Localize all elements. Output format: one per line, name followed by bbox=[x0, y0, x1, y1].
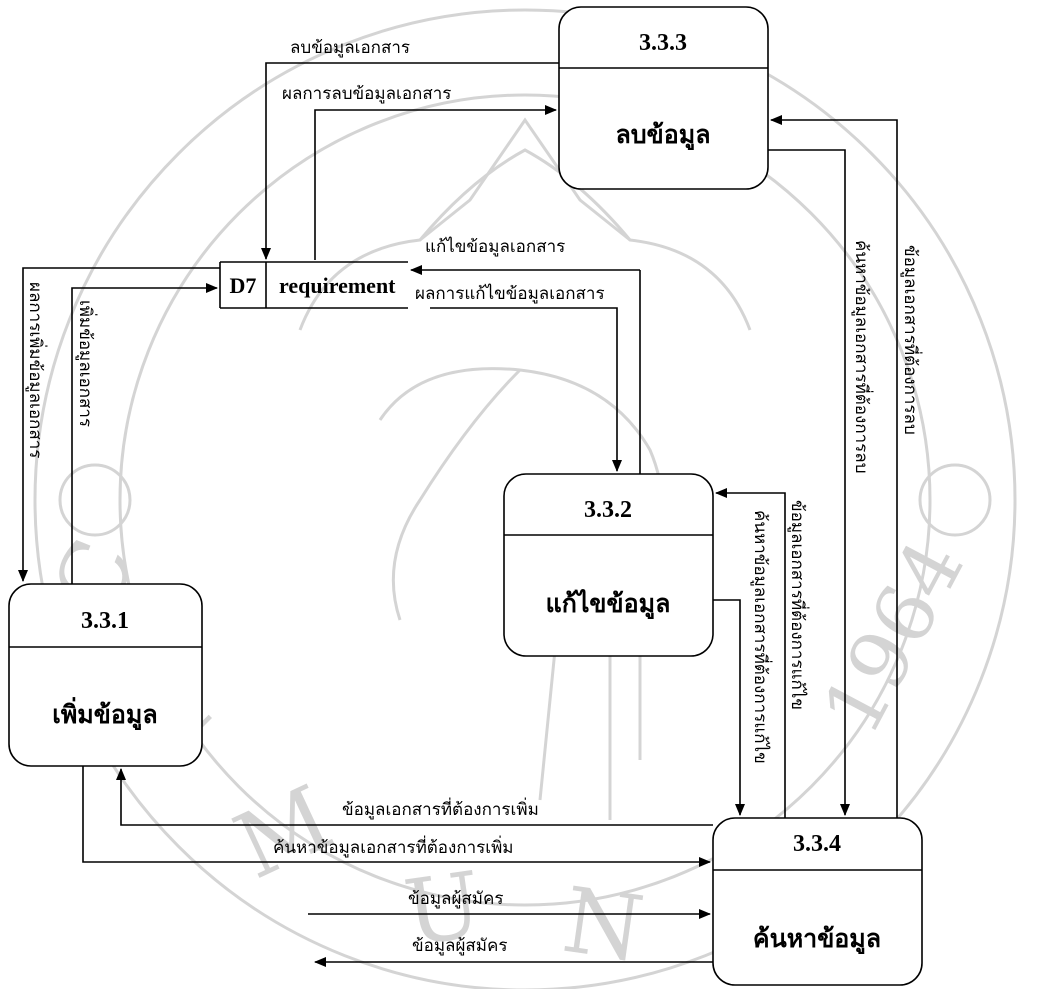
flow-label-delete-data: ลบข้อมูลเอกสาร bbox=[290, 38, 410, 58]
flow-label-search-edit: ค้นหาข้อมูลเอกสารที่ต้องการแก้ไข bbox=[750, 510, 773, 764]
process-id: 3.3.4 bbox=[793, 831, 841, 857]
data-store-id: D7 bbox=[230, 273, 257, 298]
flow-label-found-edit: ข้อมูลเอกสารที่ต้องการแก้ไข bbox=[787, 500, 810, 710]
flow-label-found-delete: ข้อมูลเอกสารที่ต้องการลบ bbox=[900, 245, 923, 435]
data-store-d7: D7 requirement bbox=[219, 261, 408, 309]
flow-label-search-add: ค้นหาข้อมูลเอกสารที่ต้องการเพิ่ม bbox=[273, 835, 514, 858]
flow-label-delete-result: ผลการลบข้อมูลเอกสาร bbox=[282, 84, 451, 104]
process-3-3-1: 3.3.1 เพิ่มข้อมูล bbox=[8, 583, 203, 767]
process-name: ลบข้อมูล bbox=[615, 120, 710, 151]
process-name: เพิ่มข้อมูล bbox=[52, 697, 157, 731]
flow-label-edit-data: แก้ไขข้อมูลเอกสาร bbox=[425, 236, 565, 257]
flow-label-found-add: ข้อมูลเอกสารที่ต้องการเพิ่ม bbox=[342, 797, 539, 820]
process-id: 3.3.3 bbox=[639, 30, 687, 56]
flow-label-edit-result: ผลการแก้ไขข้อมูลเอกสาร bbox=[415, 283, 605, 304]
flow-label-applicant-in: ข้อมูลผู้สมัคร bbox=[408, 889, 504, 909]
process-3-3-2: 3.3.2 แก้ไขข้อมูล bbox=[503, 473, 714, 657]
flow-label-add-data: เพิ่มข้อมูลเอกสาร bbox=[75, 300, 98, 427]
flow-lines bbox=[18, 62, 898, 967]
flow-label-applicant-out: ข้อมูลผู้สมัคร bbox=[412, 936, 508, 956]
process-3-3-3: 3.3.3 ลบข้อมูล bbox=[558, 6, 769, 190]
data-store-name: requirement bbox=[279, 273, 396, 298]
process-id: 3.3.1 bbox=[81, 608, 129, 634]
process-3-3-4: 3.3.4 ค้นหาข้อมูล bbox=[712, 817, 923, 986]
process-name: ค้นหาข้อมูล bbox=[753, 924, 881, 955]
flow-labels: ลบข้อมูลเอกสาร ผลการลบข้อมูลเอกสาร แก้ไข… bbox=[25, 38, 923, 956]
process-id: 3.3.2 bbox=[584, 497, 632, 523]
svg-text:N: N bbox=[557, 868, 650, 983]
flow-label-search-delete: ค้นหาข้อมูลเอกสารที่ต้องการลบ bbox=[851, 240, 874, 474]
svg-text:U: U bbox=[398, 852, 488, 967]
watermark-year: 1964 bbox=[805, 525, 983, 748]
flow-label-add-result: ผลการเพิ่มข้อมูลเอกสาร bbox=[25, 282, 48, 458]
process-name: แก้ไขข้อมูล bbox=[546, 588, 671, 620]
